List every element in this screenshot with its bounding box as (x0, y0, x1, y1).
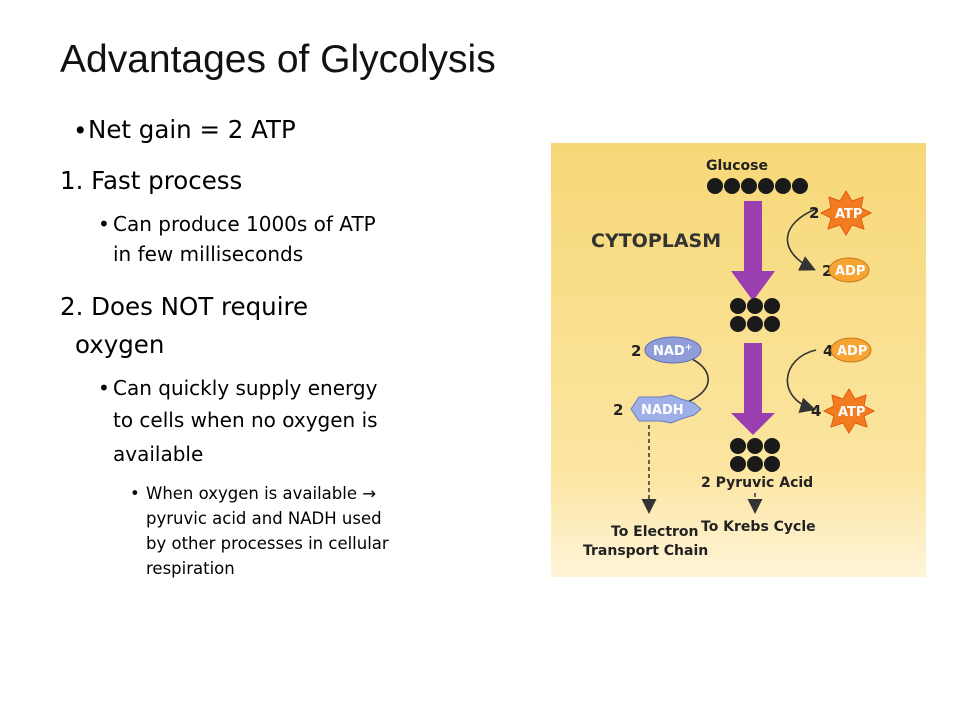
fast-detail-line-2: in few milliseconds (113, 242, 304, 266)
nadh-count: 2 (613, 401, 623, 419)
nad-oval-icon (644, 336, 702, 364)
arrow-right-icon: → (362, 484, 377, 503)
krebs-cycle-label: To Krebs Cycle (701, 519, 816, 535)
oxygen-detail-line-1: Can quickly supply energy (113, 376, 378, 400)
detail-line-2: pyruvic acid and NADH used (146, 509, 382, 528)
purple-arrow-down-icon (731, 343, 775, 435)
fast-detail-line-1: Can produce 1000s of ATP (113, 212, 376, 236)
etc-label-line-2: Transport Chain (583, 543, 708, 559)
nad-label: NAD+ (653, 343, 692, 359)
purple-arrow-down-icon (731, 201, 775, 301)
bullet-dot: • (73, 116, 88, 145)
pyruvic-acid-label: 2 Pyruvic Acid (701, 475, 813, 491)
oxygen-detail-line-2: to cells when no oxygen is (113, 408, 378, 432)
bullet-dot: • (98, 212, 110, 236)
atp-use-curve-arrow (786, 208, 817, 271)
glucose-molecule (707, 178, 808, 194)
atp-production-curve-arrow (786, 349, 817, 414)
adp-oval-icon (828, 257, 870, 283)
nad-count: 2 (631, 342, 641, 360)
point-no-oxygen-line-2: oxygen (75, 330, 165, 359)
adp-in-count: 4 (823, 342, 833, 360)
glycolysis-diagram: Glucose CYTOPLASM 2 Pyruvic Acid 2 ATP 2… (551, 143, 926, 577)
bullet-net-gain: Net gain = 2 ATP (88, 115, 296, 144)
atp-out-label: ATP (838, 405, 865, 420)
atp-starburst-icon (819, 190, 873, 236)
diagram-panel (551, 143, 926, 577)
adp-out-label: ADP (835, 264, 865, 279)
nadh-label: NADH (641, 403, 684, 418)
nadh-starburst-icon (630, 394, 702, 424)
cytoplasm-label: CYTOPLASM (591, 230, 721, 252)
oxygen-detail-line-3: available (113, 442, 204, 466)
detail-line-4: respiration (146, 559, 235, 578)
detail-line-3: by other processes in cellular (146, 534, 389, 553)
bullet-dot: • (98, 376, 110, 400)
point-fast-process: 1. Fast process (60, 166, 243, 195)
bullet-dot: • (130, 484, 140, 503)
atp-out-count: 4 (811, 402, 821, 420)
point-no-oxygen-line-1: 2. Does NOT require (60, 292, 309, 321)
intermediate-molecule (730, 298, 780, 332)
atp-in-label: ATP (835, 207, 862, 222)
adp-oval-icon (830, 337, 872, 363)
detail-line-1: When oxygen is available → (146, 484, 377, 503)
etc-label-line-1: To Electron (611, 524, 699, 540)
pyruvic-acid-molecule (730, 438, 780, 472)
adp-out-count: 2 (822, 262, 832, 280)
adp-in-label: ADP (837, 344, 867, 359)
slide-title: Advantages of Glycolysis (60, 38, 496, 81)
atp-starburst-icon (822, 388, 876, 434)
glucose-label: Glucose (706, 158, 768, 174)
atp-in-count: 2 (809, 204, 819, 222)
